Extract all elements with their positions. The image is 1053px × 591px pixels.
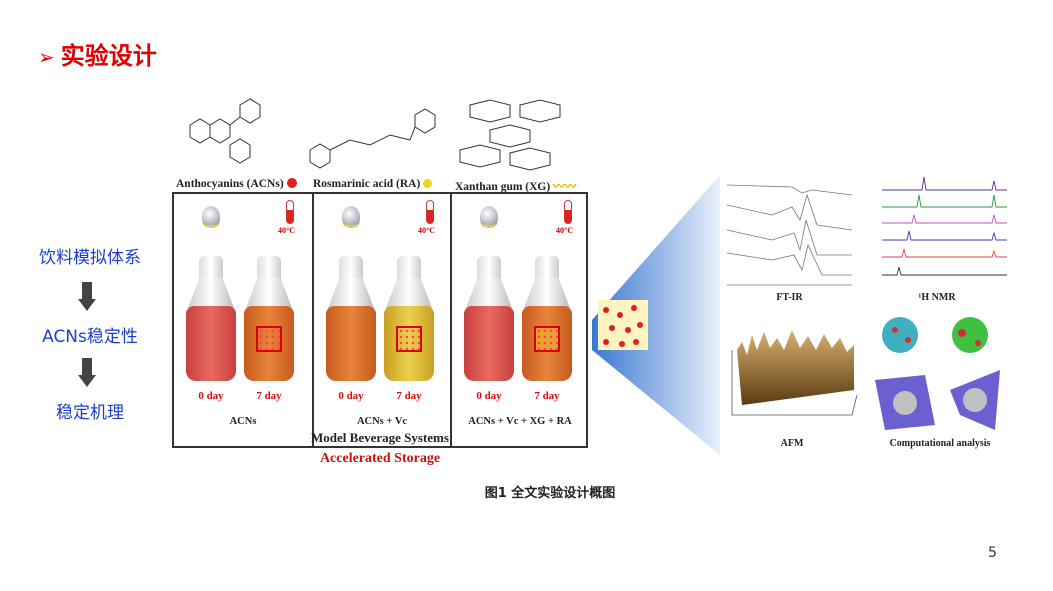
- compound-ra: Rosmarinic acid (RA): [313, 178, 433, 190]
- day-label: 7 day: [534, 390, 560, 402]
- panel-acns: 40°C 0 day 7 day ACNs: [174, 194, 312, 446]
- bottle-0-day: [186, 256, 236, 381]
- flow-step-mechanism: 稳定机理: [56, 403, 124, 423]
- thermometer-icon: [426, 200, 434, 224]
- panel-label: ACNs: [229, 416, 257, 427]
- anthocyanin-structure-icon: [189, 98, 261, 164]
- light-bulb-icon: [342, 206, 360, 228]
- panel-label: ACNs + Vc + XG + RA: [468, 416, 572, 427]
- temperature-label: 40°C: [278, 226, 295, 235]
- page-number: 5: [988, 545, 997, 561]
- ftir-spectra: [726, 184, 853, 286]
- analysis-label-nmr: ¹H NMR: [918, 292, 956, 303]
- day-label: 0 day: [338, 390, 364, 402]
- system-label: Model Beverage Systems: [311, 430, 449, 445]
- figure-caption: 图1 全文实验设计概图: [484, 486, 616, 501]
- compound-acn: Anthocyanins (ACNs): [176, 178, 297, 190]
- down-arrow-icon: [78, 358, 96, 388]
- bottle-0-day: [464, 256, 514, 381]
- flow-step-stability: ACNs稳定性: [42, 327, 138, 347]
- storage-label: Accelerated Storage: [319, 451, 441, 466]
- bottle-0-day: [326, 256, 376, 381]
- analysis-label-afm: AFM: [780, 438, 804, 449]
- arrowhead-bullet-icon: ➢: [38, 45, 55, 69]
- zoom-cone: [592, 175, 720, 455]
- wavy-line-icon: 〰〰: [553, 181, 577, 193]
- bottle-7-day: [522, 256, 572, 381]
- molecule-structures: [189, 98, 561, 171]
- nmr-spectra: [882, 176, 1007, 276]
- analysis-label-ftir: FT-IR: [776, 292, 803, 303]
- computational-models: [875, 317, 1000, 430]
- slide-title: ➢实验设计: [38, 36, 157, 71]
- bottle-7-day: [384, 256, 434, 381]
- light-bulb-icon: [480, 206, 498, 228]
- compound-xg: Xanthan gum (XG) 〰〰: [455, 178, 576, 194]
- temperature-label: 40°C: [556, 226, 573, 235]
- thermometer-icon: [564, 200, 572, 224]
- red-dot-icon: [286, 178, 297, 188]
- xanthan-gum-structure-icon: [459, 99, 561, 171]
- day-label: 7 day: [256, 390, 282, 402]
- slide-title-text: 实验设计: [60, 42, 157, 70]
- model-beverage-figure: 40°C 0 day 7 day ACNs 40°C 0 day 7 day A…: [172, 192, 588, 448]
- day-label: 0 day: [476, 390, 502, 402]
- rosmarinic-acid-structure-icon: [309, 108, 436, 169]
- compound-label: Rosmarinic acid (RA): [313, 178, 421, 190]
- analysis-label-computational: Computational analysis: [889, 438, 991, 449]
- compound-label: Xanthan gum (XG): [455, 181, 551, 193]
- thermometer-icon: [286, 200, 294, 224]
- temperature-label: 40°C: [418, 226, 435, 235]
- flow-step-beverage: 饮料模拟体系: [39, 248, 141, 268]
- down-arrow-icon: [78, 282, 96, 312]
- bottle-7-day: [244, 256, 294, 381]
- day-label: 0 day: [198, 390, 224, 402]
- light-bulb-icon: [202, 206, 220, 228]
- day-label: 7 day: [396, 390, 422, 402]
- panel-acns-vc: 40°C 0 day 7 day ACNs + Vc: [312, 194, 450, 446]
- panel-acns-vc-xg-ra: 40°C 0 day 7 day ACNs + Vc + XG + RA: [450, 194, 588, 446]
- afm-surface: [731, 330, 858, 416]
- yellow-dot-icon: [423, 179, 433, 188]
- compound-label: Anthocyanins (ACNs): [176, 178, 284, 190]
- panel-label: ACNs + Vc: [356, 416, 408, 427]
